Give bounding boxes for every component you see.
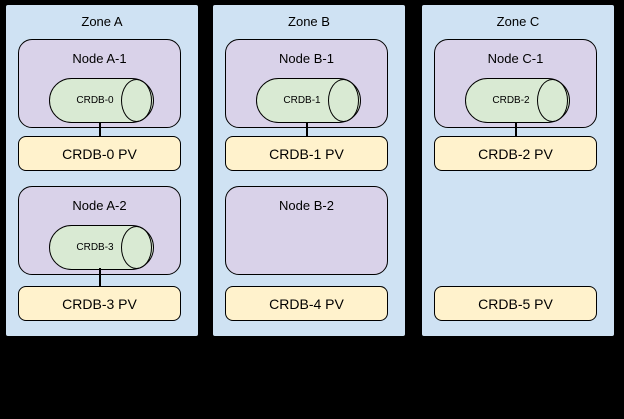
pod-cylinder-crdb-2: CRDB-2 bbox=[465, 78, 570, 123]
connector-node-a-1-to-pv bbox=[99, 122, 101, 137]
zone-a-title: Zone A bbox=[81, 14, 123, 29]
zone-c: Zone C Node C-1 CRDB-2 CRDB-2 PV CRDB-5 … bbox=[421, 4, 615, 337]
pod-label-crdb-1: CRDB-1 bbox=[283, 95, 321, 106]
pod-cylinder-crdb-1: CRDB-1 bbox=[256, 78, 361, 123]
node-a-2: Node A-2 CRDB-3 bbox=[18, 186, 181, 275]
node-c-1: Node C-1 CRDB-2 bbox=[434, 39, 597, 128]
pod-label-crdb-2: CRDB-2 bbox=[492, 95, 530, 106]
node-c-1-title: Node C-1 bbox=[487, 51, 544, 66]
node-b-2-title: Node B-2 bbox=[279, 198, 334, 213]
pv-crdb-0: CRDB-0 PV bbox=[18, 136, 181, 171]
zone-c-title: Zone C bbox=[496, 14, 540, 29]
pod-cylinder-crdb-0: CRDB-0 bbox=[49, 78, 154, 123]
node-a-1: Node A-1 CRDB-0 bbox=[18, 39, 181, 128]
pod-cylinder-crdb-3: CRDB-3 bbox=[49, 225, 154, 270]
cylinder-cap-icon bbox=[537, 79, 568, 122]
pv-crdb-3: CRDB-3 PV bbox=[18, 286, 181, 321]
zone-b-title: Zone B bbox=[288, 14, 330, 29]
pv-crdb-5: CRDB-5 PV bbox=[434, 286, 597, 321]
cylinder-cap-icon bbox=[328, 79, 359, 122]
cylinder-cap-icon bbox=[121, 79, 152, 122]
connector-node-c-1-to-pv bbox=[515, 122, 517, 137]
node-b-1: Node B-1 CRDB-1 bbox=[225, 39, 388, 128]
zone-a: Zone A Node A-1 CRDB-0 CRDB-0 PV Node A-… bbox=[5, 4, 199, 337]
node-a-1-title: Node A-1 bbox=[72, 51, 127, 66]
node-a-2-title: Node A-2 bbox=[72, 198, 127, 213]
zone-b: Zone B Node B-1 CRDB-1 CRDB-1 PV Node B-… bbox=[212, 4, 406, 337]
pv-crdb-2: CRDB-2 PV bbox=[434, 136, 597, 171]
pv-crdb-4: CRDB-4 PV bbox=[225, 286, 388, 321]
cylinder-cap-icon bbox=[121, 226, 152, 269]
node-b-1-title: Node B-1 bbox=[279, 51, 334, 66]
connector-node-b-1-to-pv bbox=[306, 122, 308, 137]
pod-label-crdb-0: CRDB-0 bbox=[76, 95, 114, 106]
node-b-2: Node B-2 bbox=[225, 186, 388, 275]
connector-node-a-2-to-pv bbox=[99, 268, 101, 287]
pv-crdb-1: CRDB-1 PV bbox=[225, 136, 388, 171]
pod-label-crdb-3: CRDB-3 bbox=[76, 242, 114, 253]
